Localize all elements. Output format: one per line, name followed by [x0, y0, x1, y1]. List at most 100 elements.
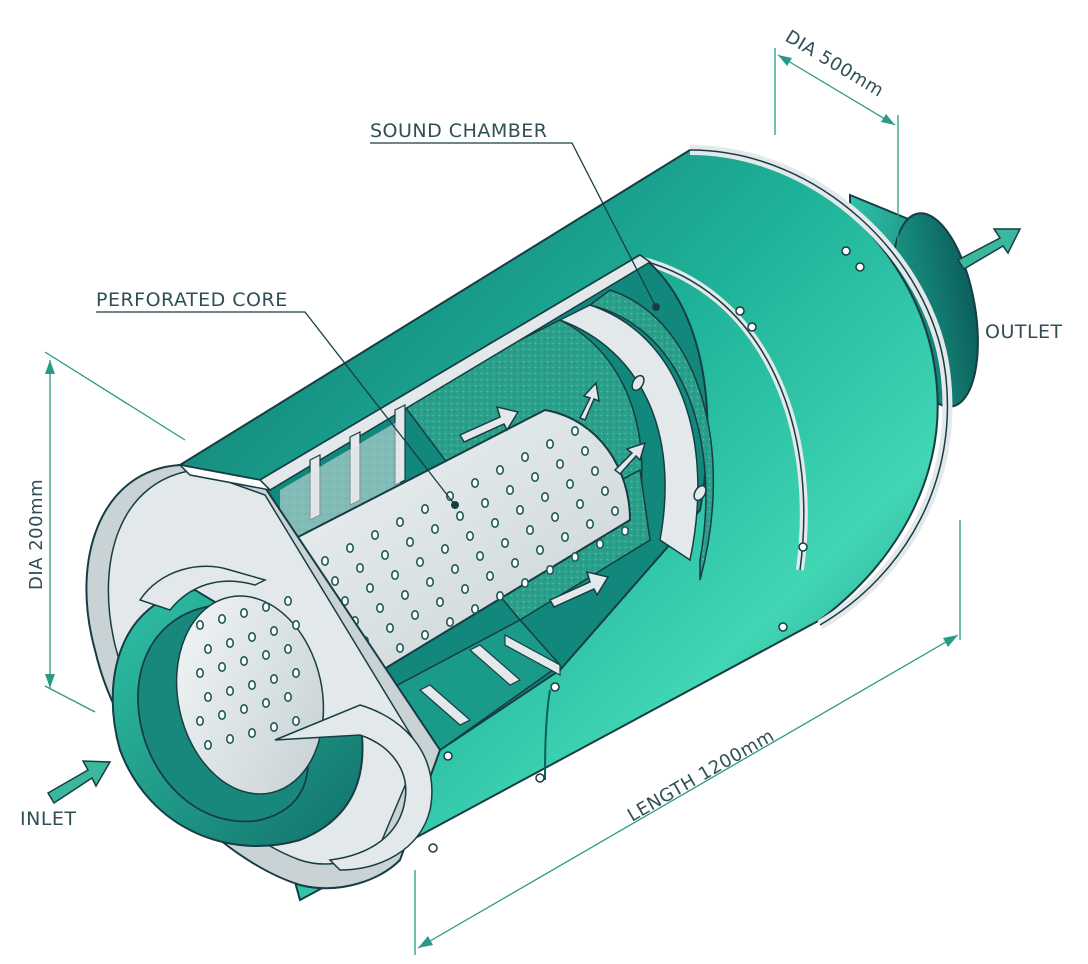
perforation-hole — [261, 649, 270, 660]
perforation-hole — [218, 709, 227, 720]
perforation-hole — [525, 524, 534, 535]
perforation-hole — [575, 498, 584, 509]
perforation-hole — [390, 569, 399, 580]
perforation-hole — [269, 673, 278, 684]
perforation-hole — [535, 544, 544, 555]
perforation-hole — [218, 661, 227, 672]
perforation-hole — [248, 631, 257, 642]
perforation-hole — [226, 685, 235, 696]
perforation-hole — [530, 471, 539, 482]
perforation-hole — [510, 557, 519, 568]
perforation-hole — [470, 477, 479, 488]
perforation-hole — [555, 458, 564, 469]
perforation-hole — [450, 563, 459, 574]
perforation-hole — [550, 511, 559, 522]
perforation-hole — [425, 576, 434, 587]
perforation-hole — [196, 667, 205, 678]
perforation-hole — [283, 643, 292, 654]
perforation-hole — [218, 613, 227, 624]
perforation-hole — [465, 530, 474, 541]
perforation-hole — [240, 703, 249, 714]
perforation-hole — [565, 478, 574, 489]
perforation-hole — [475, 550, 484, 561]
perforation-hole — [445, 490, 454, 501]
perforation-hole — [269, 625, 278, 636]
perforation-hole — [261, 697, 270, 708]
perforation-hole — [204, 691, 213, 702]
perforation-hole — [440, 543, 449, 554]
perforation-hole — [380, 549, 389, 560]
perforation-hole — [204, 643, 213, 654]
perforation-hole — [226, 637, 235, 648]
perforation-hole — [370, 529, 379, 540]
perforation-hole — [495, 464, 504, 475]
perforation-hole — [269, 721, 278, 732]
perforation-hole — [520, 577, 529, 588]
perforation-hole — [248, 727, 257, 738]
perforation-hole — [495, 590, 504, 601]
perforation-hole — [620, 525, 629, 536]
perforation-hole — [460, 583, 469, 594]
perforation-hole — [375, 602, 384, 613]
perforation-hole — [261, 601, 270, 612]
perforation-hole — [485, 570, 494, 581]
perforation-hole — [395, 516, 404, 527]
perforation-hole — [283, 595, 292, 606]
perforation-hole — [570, 425, 579, 436]
perforation-hole — [570, 551, 579, 562]
perforation-hole — [415, 556, 424, 567]
perforation-hole — [585, 518, 594, 529]
flow-arrows — [458, 381, 647, 608]
perforation-hole — [365, 582, 374, 593]
perforation-hole — [291, 715, 300, 726]
dimension-arrowheads — [45, 55, 958, 948]
perforation-hole — [420, 503, 429, 514]
perforation-hole — [455, 510, 464, 521]
perforation-hole — [291, 619, 300, 630]
perforated-core-pointer — [451, 501, 459, 509]
perforation-hole — [590, 465, 599, 476]
perforation-hole — [595, 538, 604, 549]
perforation-hole — [204, 739, 213, 750]
perforated-core-label: PERFORATED CORE — [96, 289, 288, 311]
perforation-hole — [545, 438, 554, 449]
inlet-end — [85, 463, 442, 890]
perforation-hole — [240, 607, 249, 618]
perforation-hole — [395, 642, 404, 653]
perforation-hole — [420, 629, 429, 640]
outer-diameter-label: DIA 500mm — [781, 26, 887, 101]
perforation-hole — [248, 679, 257, 690]
perforation-hole — [355, 562, 364, 573]
dimension-lines — [44, 48, 961, 955]
perforation-hole — [520, 451, 529, 462]
perforation-hole — [580, 445, 589, 456]
perforation-hole — [405, 536, 414, 547]
perforation-hole — [490, 517, 499, 528]
inlet-label: INLET — [20, 808, 77, 830]
perforation-hole — [480, 497, 489, 508]
perforation-hole — [196, 619, 205, 630]
perforation-hole — [435, 596, 444, 607]
perforation-hole — [240, 655, 249, 666]
perforation-hole — [445, 616, 454, 627]
inlet-perforations — [196, 595, 300, 750]
leader-lines — [96, 142, 657, 506]
sound-chamber-label: SOUND CHAMBER — [370, 120, 548, 142]
perforation-hole — [600, 485, 609, 496]
perforation-hole — [320, 555, 329, 566]
perforation-hole — [505, 484, 514, 495]
perforation-hole — [196, 715, 205, 726]
inlet-arrow — [46, 760, 112, 805]
perforation-hole — [470, 603, 479, 614]
perforation-hole — [291, 667, 300, 678]
perforation-hole — [385, 622, 394, 633]
perforation-hole — [410, 609, 419, 620]
perforation-hole — [540, 491, 549, 502]
inner-diameter-label: DIA 200mm — [26, 479, 47, 590]
perforation-hole — [226, 733, 235, 744]
outlet-arrow — [956, 228, 1022, 271]
perforation-hole — [283, 691, 292, 702]
perforation-hole — [345, 542, 354, 553]
perforation-hole — [330, 575, 339, 586]
